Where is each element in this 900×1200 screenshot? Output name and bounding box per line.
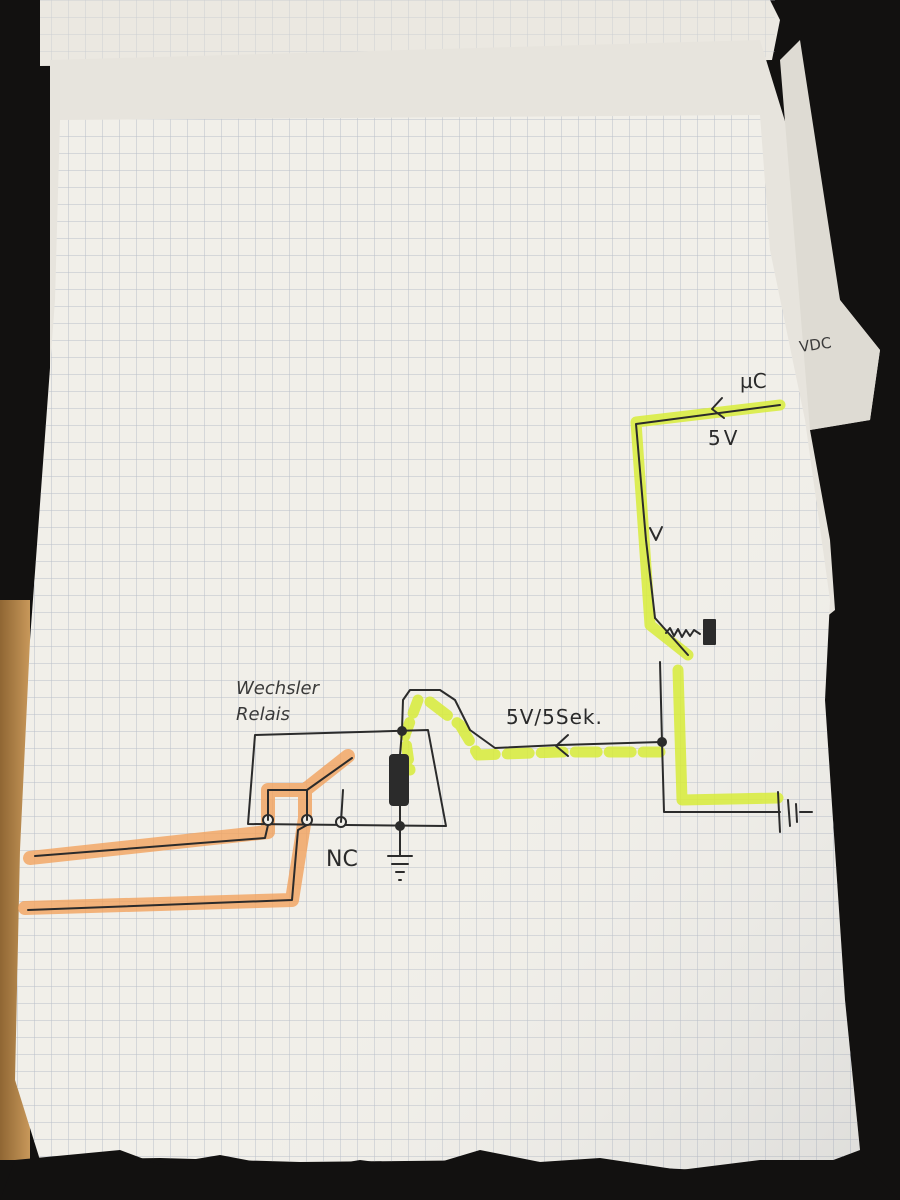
battery-symbol <box>777 791 798 833</box>
relay-box <box>247 729 447 827</box>
relay-coil-symbol <box>389 754 409 806</box>
vdc-label: VDC <box>798 334 832 356</box>
arrow-icon <box>555 734 569 757</box>
relay-label-line1: Wechsler <box>236 678 321 699</box>
relay-label-line2: Relais <box>236 704 290 725</box>
load-wire-bottom <box>27 824 308 911</box>
load-wire-top <box>34 824 269 857</box>
timed-signal-wire <box>401 689 663 749</box>
ground-symbol <box>387 825 413 881</box>
circuit-diagram <box>27 397 813 911</box>
pushbutton-head <box>703 619 716 645</box>
timing-label: 5V/5Sek. <box>506 705 603 729</box>
graph-paper-sheet <box>0 115 900 1200</box>
arrow-icon <box>649 526 663 541</box>
labels: VDC µC 5V 5V/5Sek. Wechsler Relais NC <box>236 334 833 872</box>
nc-label: NC <box>326 847 358 872</box>
arrow-icon <box>711 397 725 419</box>
uc-label: µC <box>740 369 767 393</box>
supply-voltage-label: 5V <box>708 426 740 450</box>
uc-supply-wire <box>635 404 781 619</box>
switch-symbol <box>654 617 689 656</box>
